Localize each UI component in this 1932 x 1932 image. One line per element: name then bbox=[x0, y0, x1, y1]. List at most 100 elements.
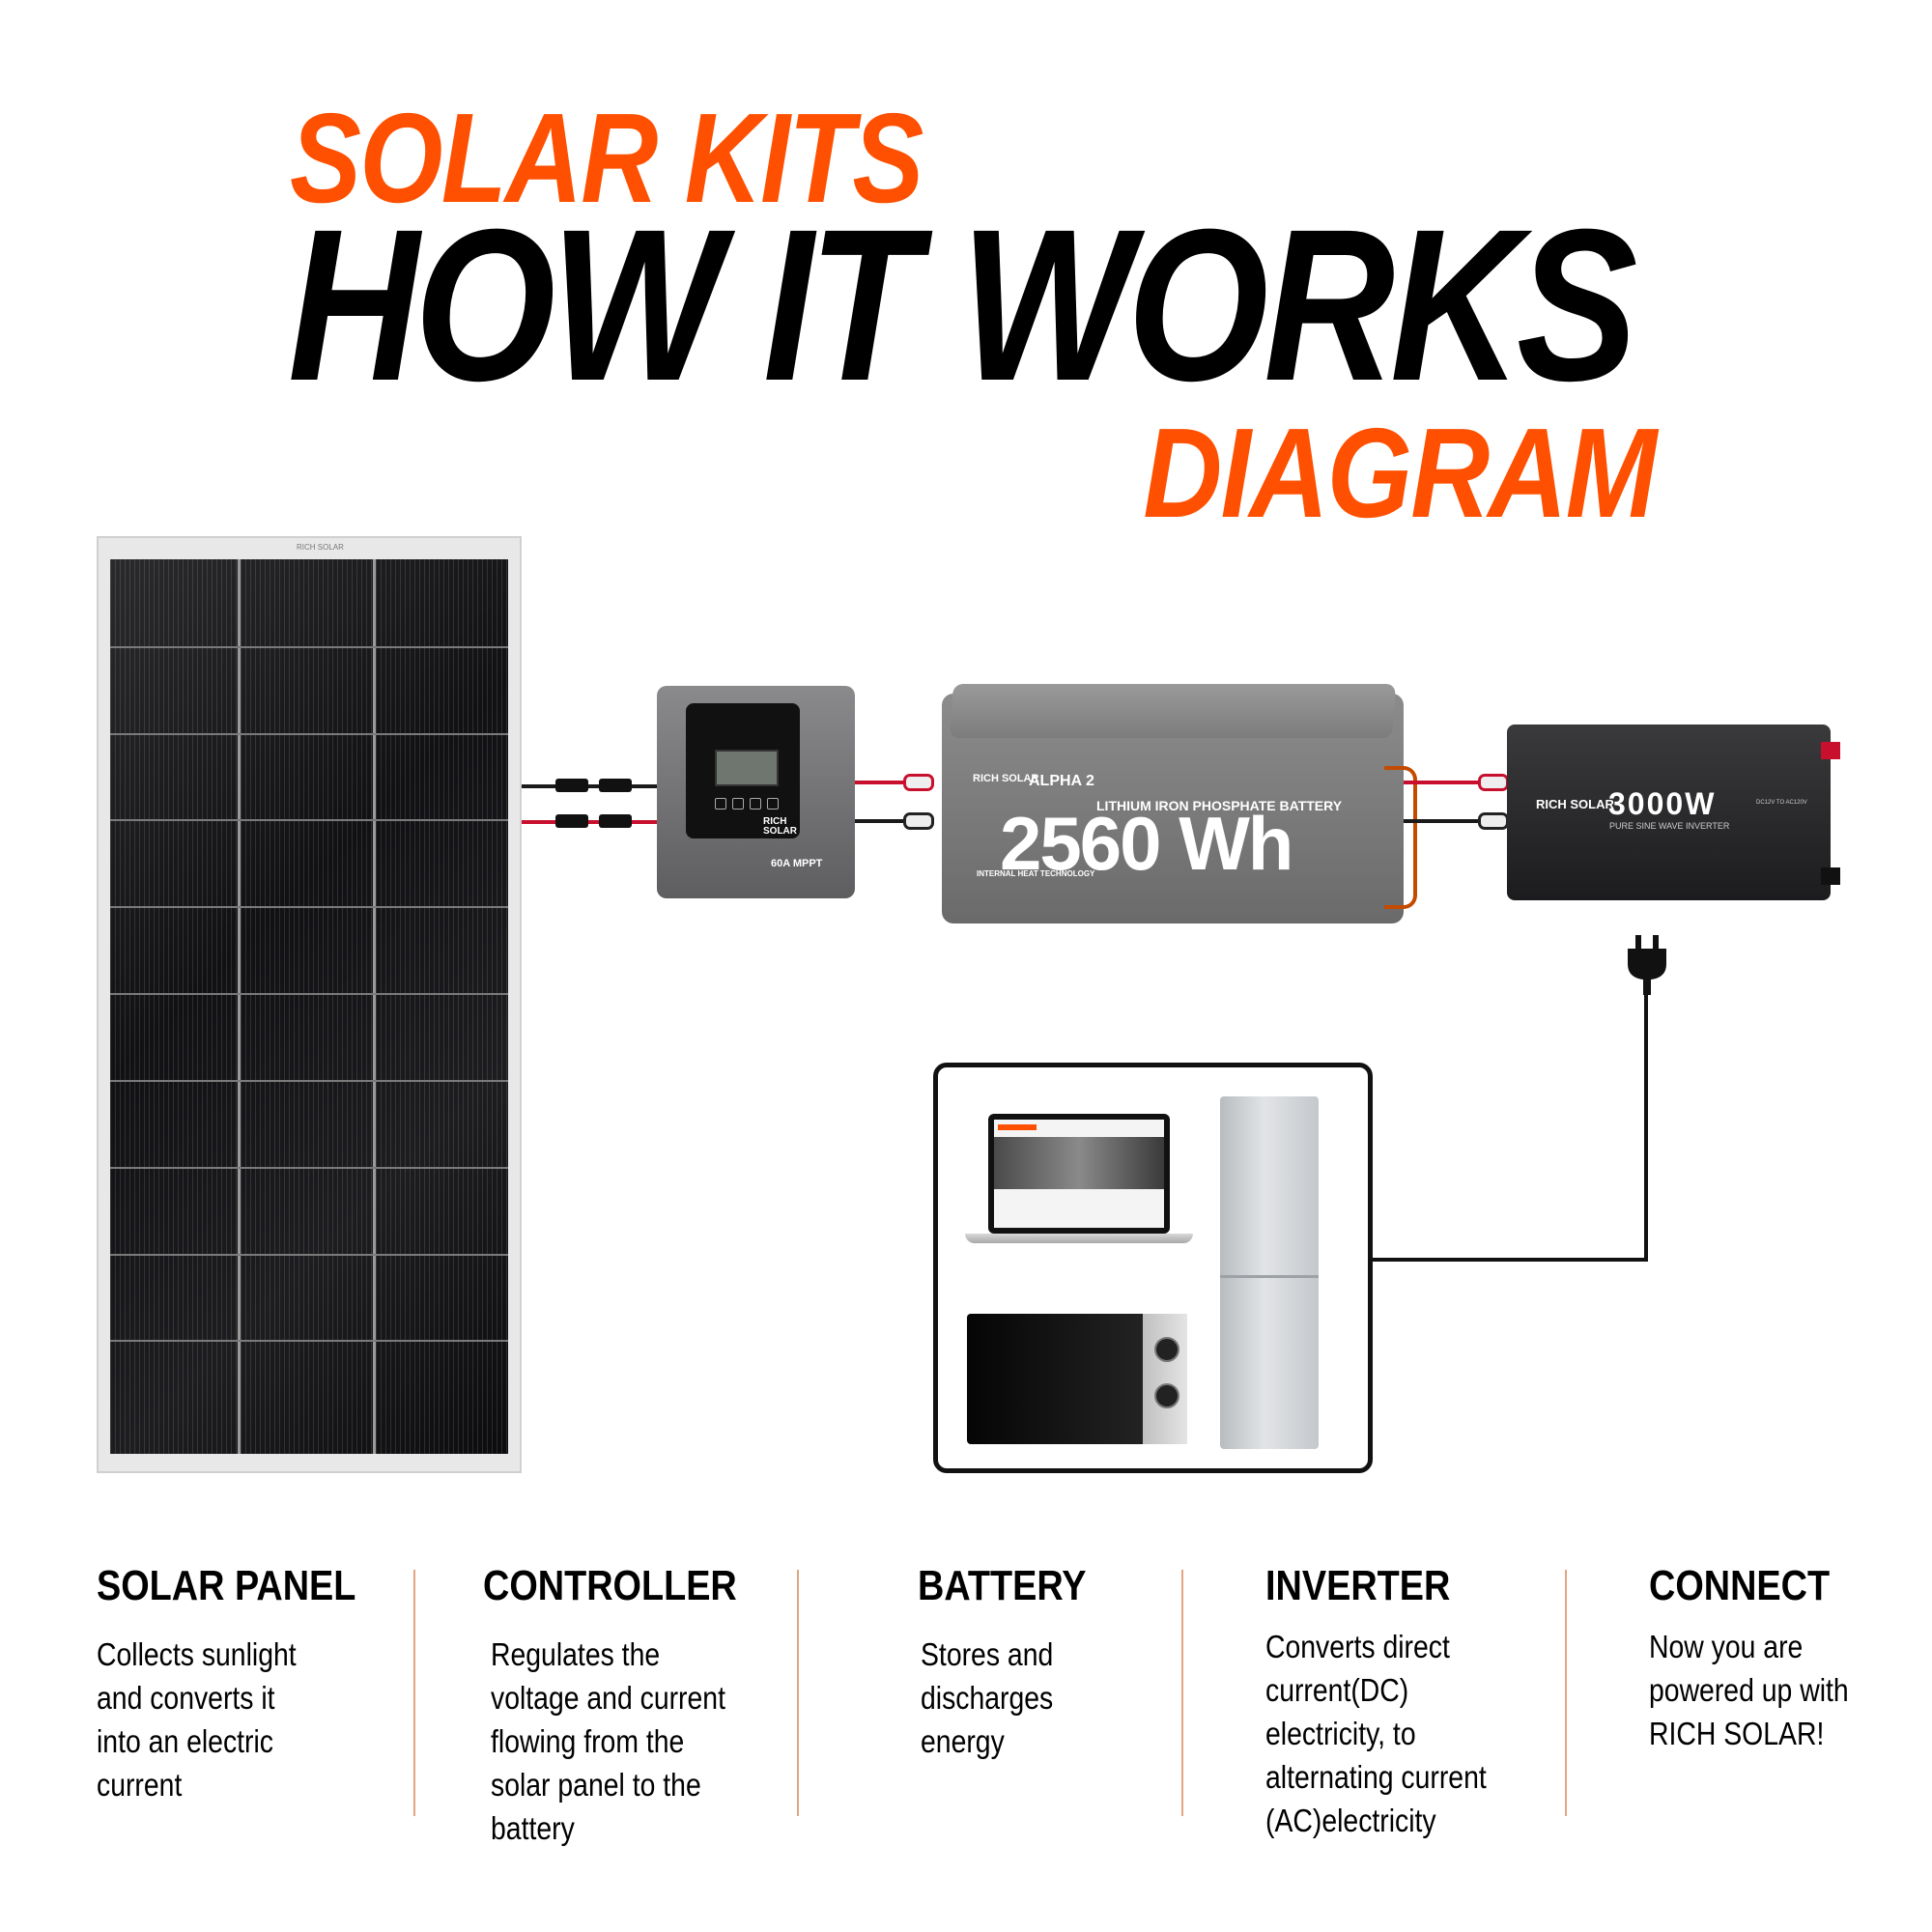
inverter-type-label: PURE SINE WAVE INVERTER bbox=[1609, 821, 1730, 831]
caption-divider bbox=[1565, 1570, 1567, 1816]
caption-text-solar-panel: Collects sunlight and converts it into a… bbox=[97, 1633, 297, 1806]
cell-divider bbox=[110, 732, 508, 735]
inverter-power-label: 3000W bbox=[1608, 786, 1717, 821]
title-how-it-works: HOW IT WORKS bbox=[288, 185, 1637, 426]
inverter-wire-positive bbox=[1404, 781, 1491, 784]
pv-wire-positive bbox=[522, 820, 665, 824]
caption-line: RICH SOLAR! bbox=[1649, 1716, 1825, 1751]
microwave-knob-icon bbox=[1154, 1337, 1179, 1362]
battery-wire-positive bbox=[855, 781, 913, 784]
caption-line: energy bbox=[921, 1723, 1005, 1759]
inverter-terminal-positive bbox=[1821, 742, 1840, 759]
caption-line: voltage and current bbox=[491, 1680, 725, 1716]
appliances-box bbox=[933, 1063, 1373, 1473]
caption-divider bbox=[413, 1570, 415, 1816]
caption-line: alternating current bbox=[1265, 1759, 1487, 1795]
controller-logo: RICH SOLAR bbox=[763, 816, 797, 837]
caption-line: solar panel to the bbox=[491, 1767, 701, 1803]
battery-chemistry-label: LITHIUM IRON PHOSPHATE BATTERY bbox=[1096, 798, 1343, 813]
inverter-spec-label: DC12V TO AC120V bbox=[1756, 800, 1807, 806]
battery-tech-label: INTERNAL HEAT TECHNOLOGY bbox=[977, 869, 1095, 878]
ac-cable bbox=[1644, 993, 1648, 1262]
ring-terminal bbox=[1478, 774, 1509, 791]
caption-title-inverter: INVERTER bbox=[1265, 1562, 1451, 1609]
controller-button-icon bbox=[732, 798, 744, 810]
microwave-knob-icon bbox=[1154, 1383, 1179, 1408]
laptop-website-header bbox=[998, 1124, 1037, 1130]
caption-title-battery: BATTERY bbox=[918, 1562, 1087, 1609]
caption-line: Regulates the bbox=[491, 1636, 661, 1672]
laptop-website-banner bbox=[994, 1137, 1164, 1189]
solar-panel-image: RICH SOLAR bbox=[97, 536, 522, 1473]
laptop-base bbox=[965, 1234, 1193, 1243]
solar-cell-grid bbox=[110, 559, 508, 1454]
caption-divider bbox=[1181, 1570, 1183, 1816]
laptop-image bbox=[988, 1114, 1170, 1234]
cell-divider bbox=[110, 1340, 508, 1343]
battery-image: RICH SOLAR ALPHA 2 LITHIUM IRON PHOSPHAT… bbox=[942, 684, 1417, 923]
battery-brand: RICH SOLAR bbox=[973, 773, 1039, 784]
mc4-connector bbox=[599, 814, 632, 828]
ac-cable bbox=[1373, 1258, 1648, 1262]
caption-line: Stores and bbox=[921, 1636, 1054, 1672]
cell-divider bbox=[110, 906, 508, 909]
controller-button-icon bbox=[750, 798, 761, 810]
caption-line: Now you are bbox=[1649, 1629, 1804, 1664]
cell-divider bbox=[110, 645, 508, 648]
controller-button-icon bbox=[715, 798, 726, 810]
plug-icon bbox=[1628, 935, 1666, 995]
cell-divider bbox=[110, 1166, 508, 1169]
inverter-terminal-negative bbox=[1821, 867, 1840, 885]
cell-divider bbox=[110, 1253, 508, 1256]
caption-text-battery: Stores and discharges energy bbox=[921, 1633, 1053, 1763]
caption-title-solar-panel: SOLAR PANEL bbox=[97, 1562, 356, 1609]
controller-lcd-screen bbox=[715, 750, 779, 786]
microwave-control-panel bbox=[1143, 1314, 1187, 1444]
mc4-connector bbox=[555, 779, 588, 792]
inverter-wire-negative bbox=[1404, 819, 1491, 823]
ring-terminal bbox=[1478, 812, 1509, 830]
caption-text-connect: Now you are powered up with RICH SOLAR! bbox=[1649, 1625, 1849, 1755]
caption-line: (AC)electricity bbox=[1265, 1803, 1436, 1838]
laptop-display bbox=[994, 1120, 1164, 1228]
battery-model: ALPHA 2 bbox=[1029, 773, 1094, 789]
caption-text-inverter: Converts direct current(DC) electricity,… bbox=[1265, 1625, 1487, 1842]
refrigerator-image bbox=[1220, 1096, 1319, 1449]
caption-line: Converts direct bbox=[1265, 1629, 1450, 1664]
battery-capacity-label: 2560 Wh bbox=[1000, 801, 1293, 886]
caption-line: Collects sunlight bbox=[97, 1636, 297, 1672]
title-diagram: DIAGRAM bbox=[1143, 402, 1658, 544]
title-solar-kits: SOLAR KITS bbox=[290, 87, 923, 229]
caption-text-controller: Regulates the voltage and current flowin… bbox=[491, 1633, 725, 1850]
cell-divider bbox=[372, 559, 376, 1454]
cell-divider bbox=[110, 993, 508, 996]
battery-wire-negative bbox=[855, 819, 913, 823]
refrigerator-door-split bbox=[1220, 1275, 1319, 1278]
controller-model-label: 60A MPPT bbox=[771, 858, 823, 869]
caption-line: powered up with bbox=[1649, 1672, 1849, 1708]
battery-handle bbox=[1384, 766, 1417, 909]
ring-terminal bbox=[903, 774, 934, 791]
ring-terminal bbox=[903, 812, 934, 830]
battery-top-cover bbox=[950, 684, 1396, 738]
pv-wire-negative bbox=[522, 784, 665, 788]
cell-divider bbox=[110, 1079, 508, 1082]
caption-title-controller: CONTROLLER bbox=[483, 1562, 737, 1609]
caption-line: into an electric bbox=[97, 1723, 273, 1759]
caption-line: current bbox=[97, 1767, 183, 1803]
inverter-logo: RICH SOLAR bbox=[1536, 797, 1614, 811]
mc4-connector bbox=[599, 779, 632, 792]
caption-line: current(DC) bbox=[1265, 1672, 1409, 1708]
cell-divider bbox=[110, 819, 508, 822]
caption-line: flowing from the bbox=[491, 1723, 685, 1759]
controller-front-panel: RICH SOLAR bbox=[686, 703, 800, 838]
solar-panel-logo: RICH SOLAR bbox=[297, 543, 344, 552]
caption-line: discharges bbox=[921, 1680, 1054, 1716]
caption-line: electricity, to bbox=[1265, 1716, 1416, 1751]
caption-line: and converts it bbox=[97, 1680, 275, 1716]
controller-button-icon bbox=[767, 798, 779, 810]
cell-divider bbox=[237, 559, 241, 1454]
charge-controller-image: RICH SOLAR 60A MPPT bbox=[657, 686, 855, 898]
caption-divider bbox=[797, 1570, 799, 1816]
mc4-connector bbox=[555, 814, 588, 828]
